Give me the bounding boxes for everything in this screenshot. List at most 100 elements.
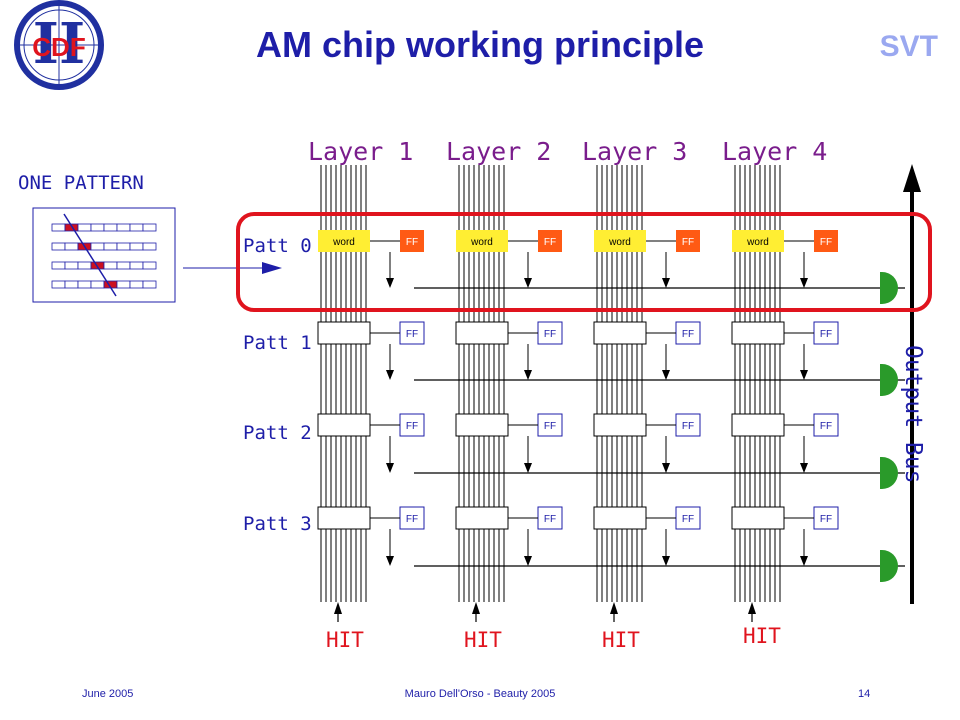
ff-down-arrow bbox=[524, 278, 532, 288]
word-box bbox=[456, 230, 508, 252]
thumb-cell bbox=[51, 223, 66, 232]
thumb-cell bbox=[90, 223, 105, 232]
word-box bbox=[732, 230, 784, 252]
footer-author: Mauro Dell'Orso - Beauty 2005 bbox=[404, 688, 556, 700]
pattern-0-highlight bbox=[236, 212, 932, 312]
output-bus-arrowhead bbox=[903, 164, 921, 192]
thumb-cell bbox=[103, 261, 118, 270]
layer-2-label: Layer 2 bbox=[446, 137, 552, 166]
word-label: word bbox=[608, 237, 631, 248]
patt-3-label: Patt 3 bbox=[243, 513, 312, 535]
thumb-cell bbox=[77, 261, 92, 270]
thumb-cell bbox=[64, 261, 79, 270]
thumb-cell bbox=[77, 280, 92, 289]
ff-down-arrow bbox=[386, 556, 394, 566]
ff-label: FF bbox=[544, 237, 556, 248]
ff-label: FF bbox=[406, 329, 418, 340]
word-label: word bbox=[332, 237, 355, 248]
ff-down-arrow bbox=[662, 370, 670, 380]
word-box bbox=[731, 413, 785, 437]
ff-label: FF bbox=[544, 514, 556, 525]
hit-label-4: HIT bbox=[743, 624, 781, 648]
ff-label: FF bbox=[682, 329, 694, 340]
thumb-cell bbox=[129, 223, 144, 232]
one-pattern-label: ONE PATTERN bbox=[18, 172, 144, 194]
ff-down-arrow bbox=[800, 556, 808, 566]
thumb-cell bbox=[64, 280, 79, 289]
hit-arrow-head bbox=[748, 602, 756, 614]
thumb-cell bbox=[90, 242, 105, 251]
layer-4-label: Layer 4 bbox=[722, 137, 828, 166]
ff-label: FF bbox=[820, 237, 832, 248]
hit-label-2: HIT bbox=[464, 628, 502, 652]
ff-label: FF bbox=[682, 514, 694, 525]
word-box bbox=[731, 506, 785, 530]
thumb-cell bbox=[51, 261, 66, 270]
thumb-cell bbox=[64, 242, 79, 251]
ff-label: FF bbox=[820, 421, 832, 432]
word-box bbox=[317, 506, 371, 530]
thumb-cell bbox=[129, 261, 144, 270]
word-box bbox=[317, 413, 371, 437]
ff-label: FF bbox=[682, 237, 694, 248]
patt-1-label: Patt 1 bbox=[243, 332, 312, 354]
ff-down-arrow bbox=[800, 370, 808, 380]
layer-3-label: Layer 3 bbox=[582, 137, 688, 166]
slide-title: AM chip working principle bbox=[255, 24, 705, 65]
thumb-cell bbox=[103, 223, 118, 232]
ff-label: FF bbox=[682, 421, 694, 432]
hit-label-3: HIT bbox=[602, 628, 640, 652]
word-box bbox=[318, 230, 370, 252]
footer-date: June 2005 bbox=[82, 688, 134, 700]
hit-arrow-head bbox=[610, 602, 618, 614]
word-label: word bbox=[746, 237, 769, 248]
and-gate bbox=[880, 272, 898, 304]
thumb-cell bbox=[116, 280, 131, 289]
thumb-cell bbox=[103, 242, 118, 251]
and-gate bbox=[880, 457, 898, 489]
word-box bbox=[731, 321, 785, 345]
and-gate bbox=[880, 550, 898, 582]
ff-down-arrow bbox=[386, 278, 394, 288]
output-bus-label: Output Bus bbox=[900, 345, 958, 505]
thumb-cell bbox=[142, 242, 157, 251]
svt-tag: SVT bbox=[879, 30, 938, 63]
cdf-logo-roman: II bbox=[33, 11, 85, 77]
and-gates bbox=[880, 272, 898, 582]
word-box bbox=[593, 321, 647, 345]
word-box bbox=[317, 321, 371, 345]
hit-arrow-head bbox=[472, 602, 480, 614]
layer-1-label: Layer 1 bbox=[308, 137, 414, 166]
ff-box bbox=[814, 230, 838, 252]
footer-page: 14 bbox=[858, 688, 871, 700]
thumb-cell bbox=[90, 280, 105, 289]
thumb-cell bbox=[51, 242, 66, 251]
thumb-cell bbox=[51, 280, 66, 289]
hit-label-1: HIT bbox=[326, 628, 364, 652]
thumb-cell bbox=[142, 280, 157, 289]
thumb-cell bbox=[129, 280, 144, 289]
ff-down-arrow bbox=[386, 370, 394, 380]
thumb-cell bbox=[142, 223, 157, 232]
hit-arrows bbox=[334, 602, 756, 622]
word-box bbox=[455, 506, 509, 530]
ff-down-arrow bbox=[386, 463, 394, 473]
cdf-logo: II CDF bbox=[14, 0, 104, 90]
ff-down-arrow bbox=[800, 463, 808, 473]
ff-down-arrow bbox=[524, 556, 532, 566]
word-box bbox=[593, 413, 647, 437]
ff-label: FF bbox=[406, 237, 418, 248]
and-gate bbox=[880, 364, 898, 396]
ff-down-arrow bbox=[524, 463, 532, 473]
word-box bbox=[593, 506, 647, 530]
ff-label: FF bbox=[820, 514, 832, 525]
word-box bbox=[594, 230, 646, 252]
cdf-logo-text: CDF bbox=[32, 32, 85, 62]
thumb-cell bbox=[116, 242, 131, 251]
hit-arrow-head bbox=[334, 602, 342, 614]
ff-down-arrow bbox=[662, 278, 670, 288]
ff-box bbox=[538, 230, 562, 252]
ff-label: FF bbox=[406, 514, 418, 525]
ff-down-arrow bbox=[662, 463, 670, 473]
